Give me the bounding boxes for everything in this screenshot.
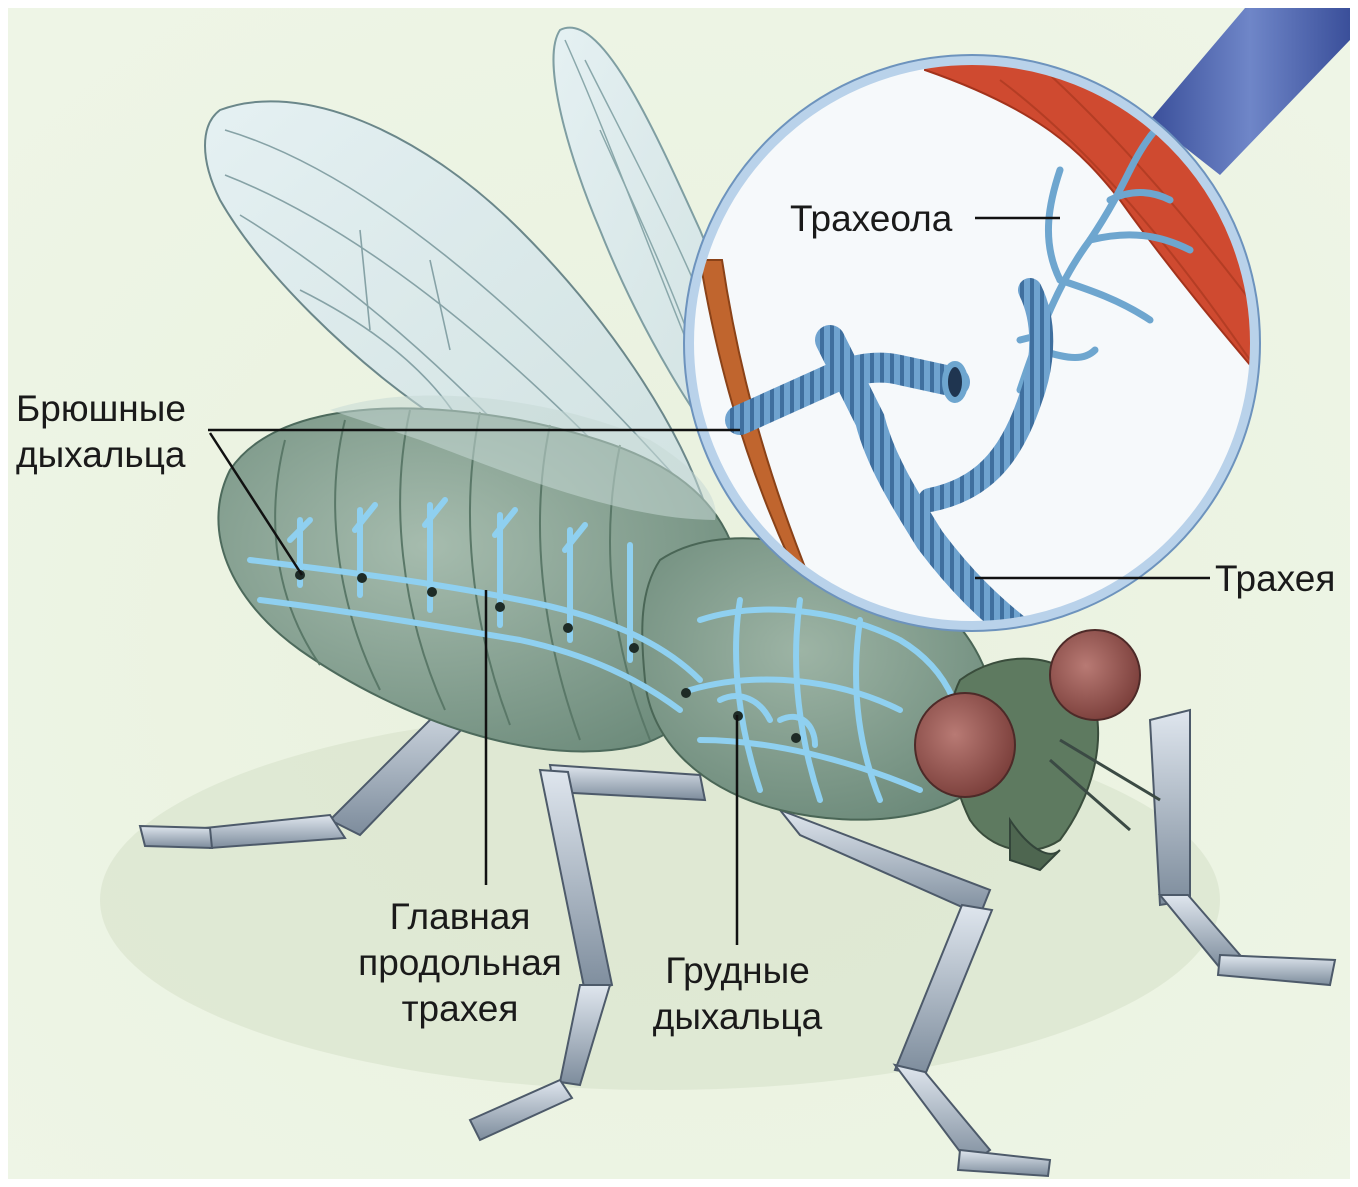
label-thoracic-spiracles: Грудные дыхальца [630,948,845,1040]
label-abdominal-spiracles-line1: Брюшные [16,386,186,432]
label-thoracic-spiracles-line2: дыхальца [630,994,845,1040]
label-tracheole-text: Трахеола [790,196,952,242]
label-trachea: Трахея [1215,556,1335,602]
label-main-trachea-line1: Главная [340,894,580,940]
label-trachea-text: Трахея [1215,556,1335,602]
label-tracheole: Трахеола [790,196,952,242]
right-compound-eye [1050,630,1140,720]
label-abdominal-spiracles: Брюшные дыхальца [16,386,186,478]
label-thoracic-spiracles-line1: Грудные [630,948,845,994]
label-abdominal-spiracles-line2: дыхальца [16,432,186,478]
label-main-trachea-line2: продольная [340,940,580,986]
label-main-longitudinal-trachea: Главная продольная трахея [340,894,580,1032]
left-compound-eye [915,693,1015,797]
label-main-trachea-line3: трахея [340,986,580,1032]
